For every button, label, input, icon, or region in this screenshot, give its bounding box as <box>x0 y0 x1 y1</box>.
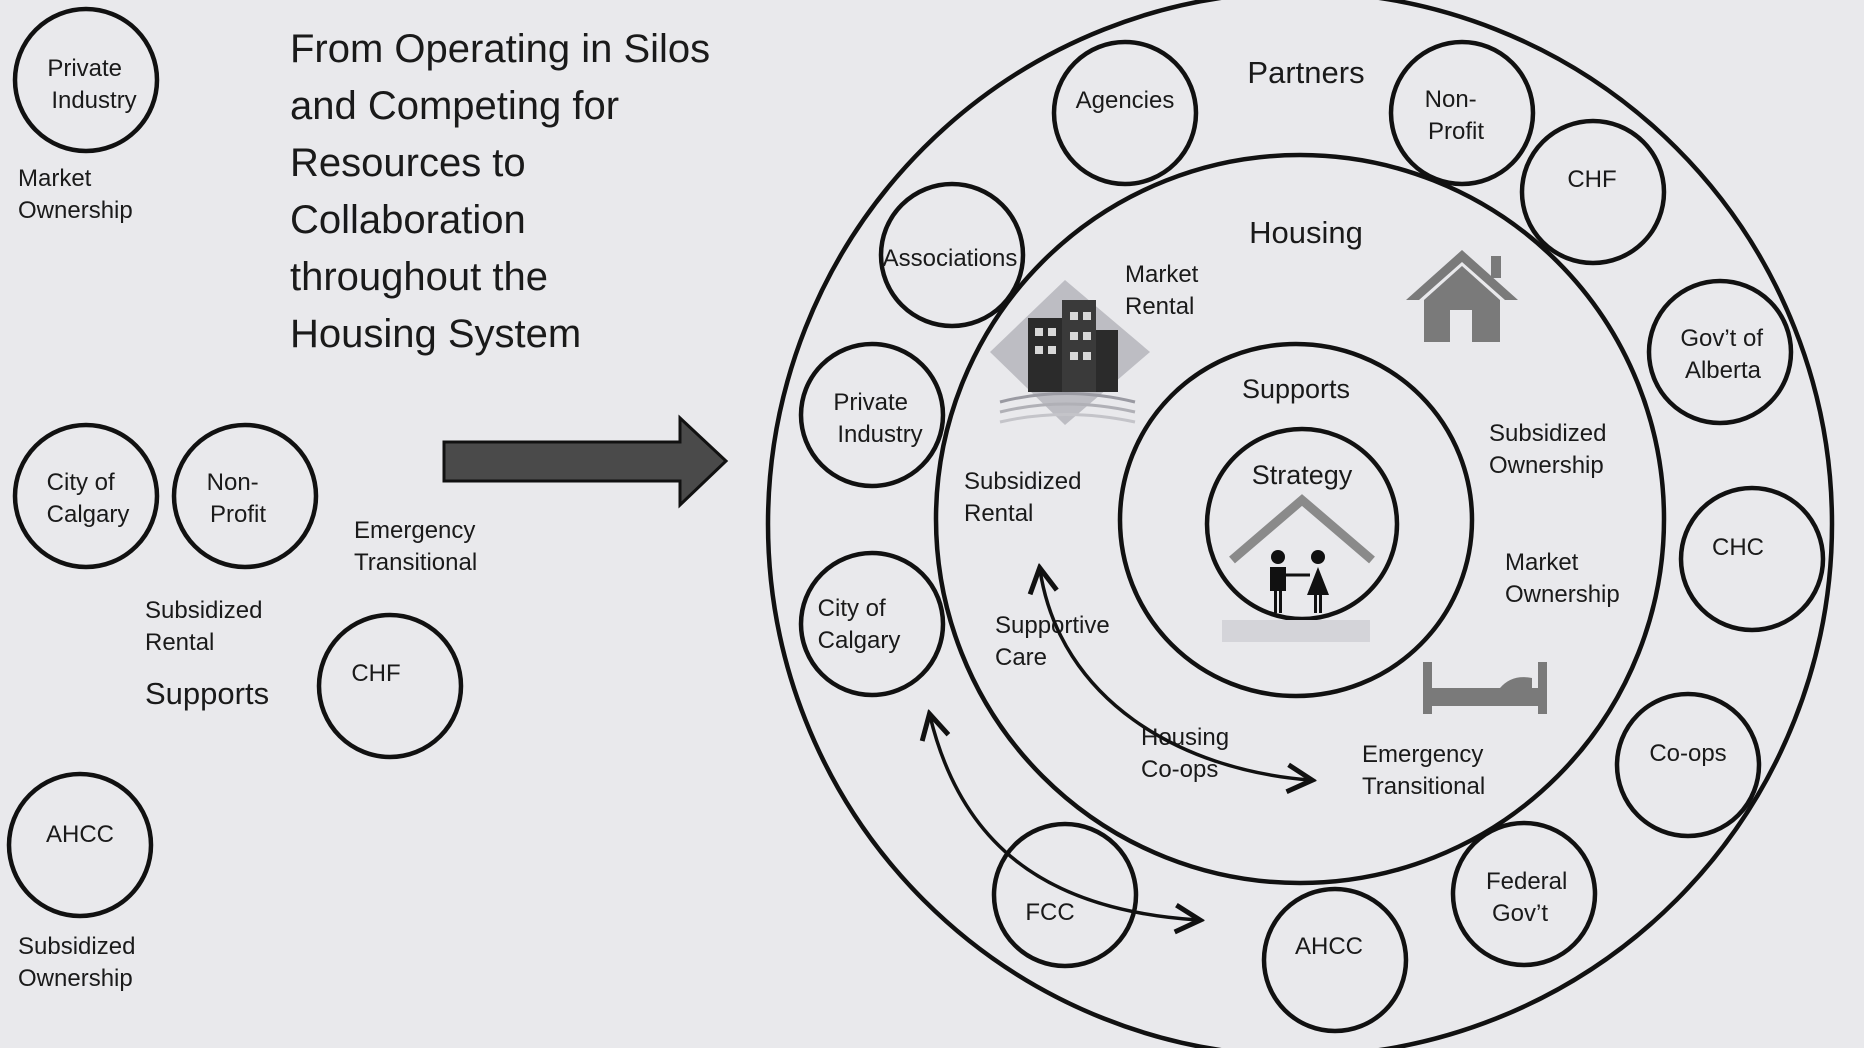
non-profit-circle <box>171 422 319 570</box>
agencies-circle <box>1051 39 1199 187</box>
associations-circle <box>878 181 1026 329</box>
market-ownership-housing-label: Market Ownership <box>1505 549 1620 608</box>
housing-ring <box>933 152 1667 886</box>
city-of-calgary-circle <box>12 422 160 570</box>
strategy-ring-label: Strategy <box>1252 460 1353 490</box>
city-of-calgary-partner-circle <box>798 550 946 698</box>
fcc-arrow <box>930 716 1198 920</box>
chc-circle <box>1678 485 1826 633</box>
market-rental-label: Market Rental <box>1125 261 1205 320</box>
chf-partner-label: CHF <box>1567 166 1616 193</box>
left-silos: Private Industry Market Ownership City o… <box>6 6 482 992</box>
chf-partner-circle <box>1519 118 1667 266</box>
subsidized-ownership-housing-label: Subsidized Ownership <box>1489 420 1613 479</box>
coops-label: Co-ops <box>1649 740 1726 767</box>
housing-ring-label: Housing <box>1249 215 1363 250</box>
chf-label: CHF <box>351 660 400 687</box>
ahcc-circle <box>6 771 154 919</box>
gov-alberta-circle <box>1646 278 1794 426</box>
subsidized-rental-housing-label: Subsidized Rental <box>964 468 1088 527</box>
private-industry-circle <box>12 6 160 154</box>
subsidized-ownership-label: Subsidized Ownership <box>18 933 142 992</box>
partners-ring <box>765 0 1835 1048</box>
market-ownership-label: Market Ownership <box>18 165 133 224</box>
fcc-circle <box>991 821 1139 969</box>
emergency-transitional-label: Emergency Transitional <box>354 517 482 576</box>
bed-icon <box>1423 662 1547 714</box>
concentric-rings <box>765 0 1835 1048</box>
city-of-calgary-partner-label: City of Calgary <box>818 595 901 654</box>
partner-circles: Agencies Non- Profit CHF Gov’t of Albert… <box>798 39 1826 1034</box>
subsidized-rental-label: Subsidized Rental <box>145 597 269 656</box>
private-industry-label: Private Industry <box>47 55 136 114</box>
federal-govt-circle <box>1450 820 1598 968</box>
emergency-transitional-housing-label: Emergency Transitional <box>1362 741 1490 800</box>
diagram-title: From Operating in Silos and Competing fo… <box>290 27 721 356</box>
partners-ring-label: Partners <box>1247 55 1364 90</box>
family-home-icon <box>1222 494 1375 642</box>
ahcc-partner-label: AHCC <box>1295 933 1363 960</box>
strategy-ring <box>1204 426 1400 622</box>
associations-label: Associations <box>883 245 1018 272</box>
agencies-label: Agencies <box>1076 87 1175 114</box>
ahcc-label: AHCC <box>46 821 114 848</box>
non-profit-partner-circle <box>1388 39 1536 187</box>
gov-alberta-label: Gov’t of Alberta <box>1680 325 1769 384</box>
house-icon <box>1406 250 1518 342</box>
non-profit-partner-label: Non- Profit <box>1425 86 1485 145</box>
right-arrow-icon <box>442 414 729 509</box>
apartment-building-icon <box>990 280 1150 425</box>
private-industry-partner-label: Private Industry <box>833 389 922 448</box>
ahcc-partner-circle <box>1261 886 1409 1034</box>
city-of-calgary-label: City of Calgary <box>47 469 130 528</box>
supports-label: Supports <box>145 676 269 711</box>
private-industry-partner-circle <box>798 341 946 489</box>
federal-govt-label: Federal Gov’t <box>1486 868 1574 927</box>
supports-ring-label: Supports <box>1242 374 1350 404</box>
fcc-label: FCC <box>1025 899 1074 926</box>
coops-circle <box>1614 691 1762 839</box>
non-profit-label: Non- Profit <box>207 469 267 528</box>
chf-circle <box>316 612 464 760</box>
chc-label: CHC <box>1712 534 1764 561</box>
